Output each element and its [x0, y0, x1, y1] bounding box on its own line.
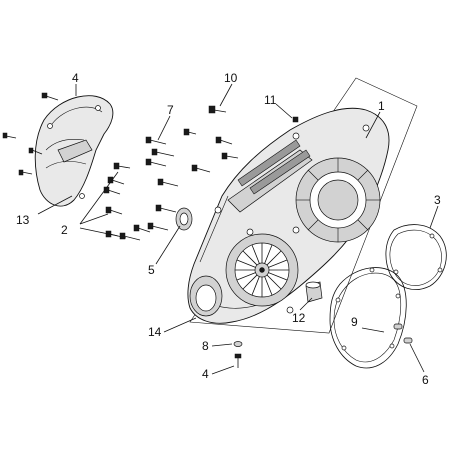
bolts: [2, 92, 299, 368]
leader-lines: [37, 83, 439, 375]
label-part-6: 6: [422, 373, 429, 387]
dowel-pins: [393, 323, 413, 344]
oil-seal: [175, 207, 193, 231]
gasket: [385, 224, 447, 290]
label-part-5: 5: [148, 263, 155, 277]
heat-shield: [34, 95, 114, 207]
label-part-11: 11: [264, 93, 277, 107]
cover-gasket: [329, 267, 407, 369]
label-part-12: 12: [292, 311, 306, 325]
label-part-14: 14: [148, 325, 162, 339]
label-part-13: 13: [16, 213, 30, 227]
label-part-1: 1: [378, 99, 385, 113]
label-part-8: 8: [202, 339, 209, 353]
label-part-10: 10: [224, 71, 238, 85]
label-part-4-bottom: 4: [202, 367, 209, 381]
crankcase-cover: [187, 107, 390, 324]
bushing: [305, 281, 323, 303]
label-part-3: 3: [434, 193, 441, 207]
label-part-4-top: 4: [72, 71, 79, 85]
label-part-7: 7: [167, 103, 174, 117]
label-part-9: 9: [351, 315, 358, 329]
label-part-2: 2: [61, 223, 68, 237]
